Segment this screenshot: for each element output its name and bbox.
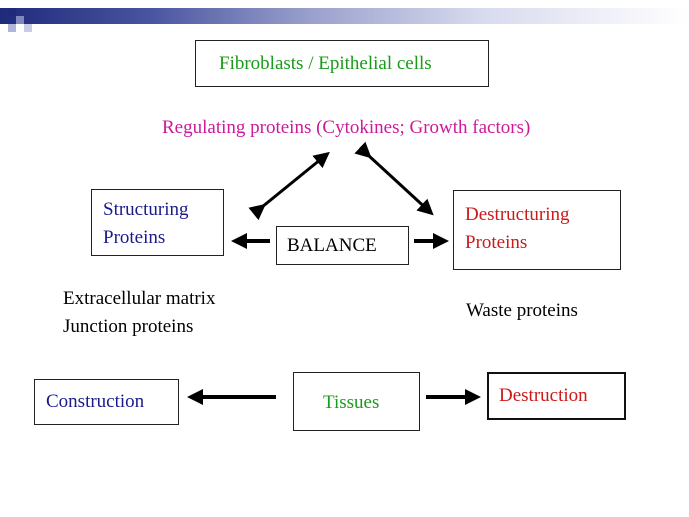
structuring-label-line1: Structuring <box>103 199 189 220</box>
destruction-box <box>487 372 626 420</box>
regulating-proteins-label: Regulating proteins (Cytokines; Growth f… <box>162 117 531 138</box>
corner-square-mid <box>16 16 24 24</box>
destructuring-proteins-box <box>453 190 621 270</box>
source-cells-label: Fibroblasts / Epithelial cells <box>219 53 432 74</box>
corner-square-light-2 <box>8 24 16 32</box>
corner-square-light <box>24 24 32 32</box>
structuring-proteins-box <box>91 189 224 256</box>
waste-proteins-label: Waste proteins <box>466 300 578 321</box>
regulating-structuring-double-arrow <box>248 151 330 221</box>
destruction-label: Destruction <box>499 385 588 406</box>
construction-box <box>34 379 179 425</box>
balance-label: BALANCE <box>287 235 377 256</box>
balance-box <box>276 226 409 265</box>
tissues-label: Tissues <box>323 392 380 413</box>
destructuring-label-line2: Proteins <box>465 232 528 253</box>
tissues-box <box>293 372 420 431</box>
junction-proteins-label: Junction proteins <box>63 316 194 337</box>
structuring-label-line2: Proteins <box>103 227 166 248</box>
corner-square-dark <box>8 8 16 16</box>
destructuring-label-line1: Destructuring <box>465 204 570 225</box>
regulating-destructuring-double-arrow <box>354 141 434 216</box>
source-cells-box <box>195 40 489 87</box>
extracellular-matrix-label: Extracellular matrix <box>63 288 216 309</box>
construction-label: Construction <box>46 391 145 412</box>
header-gradient-bar <box>0 8 689 24</box>
corner-squares-decoration <box>0 0 40 40</box>
